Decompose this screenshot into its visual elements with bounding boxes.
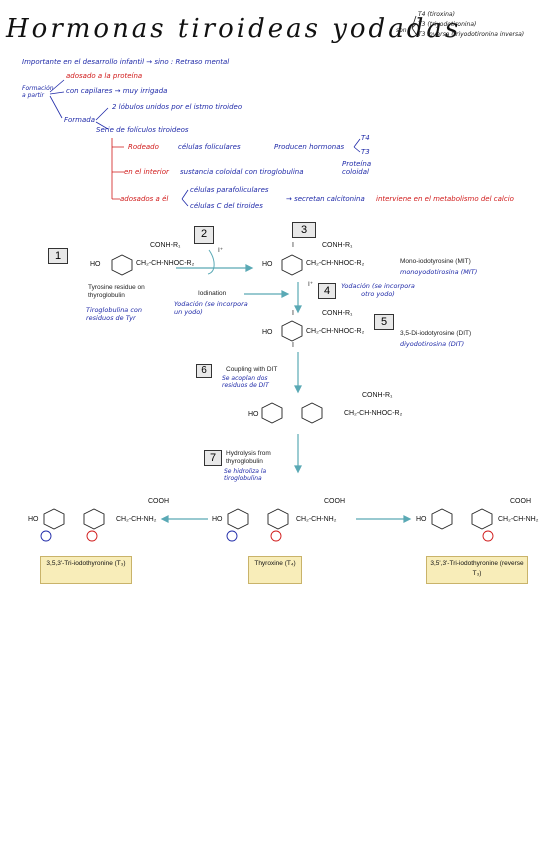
note-celulas-foliculares: células foliculares xyxy=(178,143,241,151)
step-4-box: 4 xyxy=(318,283,336,299)
note-lobulos: 2 lóbulos unidos por el istmo tiroideo xyxy=(112,103,243,111)
note-secretan: → secretan calcitonina xyxy=(286,195,365,203)
note-adosados: adosados a él xyxy=(120,195,169,203)
dit-conh: CONH-R₁ xyxy=(322,310,353,317)
dit-chain: CH₂-CH-NHOC-R₂ xyxy=(306,328,365,335)
hydrolysis-label: Hydrolysis from thyroglobulin xyxy=(226,450,271,465)
dit-note: diyodotirosina (DIT) xyxy=(400,340,465,348)
step4-note: Yodación (se incorpora otro yodo) xyxy=(341,282,415,298)
note-t4: T4 xyxy=(361,134,370,142)
note-proteina: Proteína coloidal xyxy=(342,160,372,176)
dit-i-top: I xyxy=(292,310,294,317)
note-sene: Serie de folículos tiroideos xyxy=(96,126,189,134)
t3-chain: CH₂-CH-NH₂ xyxy=(116,516,157,523)
note-rodeado: Rodeado xyxy=(128,143,159,151)
dit-ho: HO xyxy=(262,329,273,336)
notes-brackets xyxy=(49,15,417,207)
t4-chain: CH₂-CH-NH₂ xyxy=(296,516,337,523)
dit-i-bottom: I xyxy=(292,342,294,349)
note-capilares: con capilares → muy irrigada xyxy=(66,87,168,95)
t3-cooh: COOH xyxy=(148,498,169,505)
title-item-t3: T3 (triyodotironina) xyxy=(418,21,477,28)
coupled-conh: CONH-R₁ xyxy=(362,392,393,399)
step1-label: Tyrosine residue on thyroglobulin xyxy=(88,284,145,299)
note-interviene: interviene en el metabolismo del calcio xyxy=(376,195,514,203)
note-parafoliculares: células parafoliculares xyxy=(190,186,269,194)
mit-label: Mono-iodotyrosine (MIT) xyxy=(400,258,471,265)
i-plus: I⁺ xyxy=(218,247,224,254)
mit-note: monoyodotirosina (MIT) xyxy=(400,268,478,276)
tyr-conh: CONH-R₁ xyxy=(150,242,181,249)
step-2-box: 2 xyxy=(194,226,214,244)
note-adosado: adosado a la proteína xyxy=(66,72,143,80)
page-title: Hormonas tiroideas yodadas xyxy=(6,14,462,44)
note-interior: en el interior xyxy=(124,168,169,176)
t4-ho: HO xyxy=(212,516,223,523)
step1-note: Tiroglobulina con residuos de Tyr xyxy=(86,306,143,322)
note-formacion: Formación a partir xyxy=(22,85,54,99)
note-celulas-c: células C del tiroides xyxy=(190,202,263,210)
coupling-note: Se acoplan dos residuos de DIT xyxy=(222,375,269,389)
title-item-t4: T4 (tiroxina) xyxy=(418,11,455,18)
dit-label: 3,5-Di-iodotyrosine (DIT) xyxy=(400,330,472,337)
tyr-ho: HO xyxy=(90,261,101,268)
mit-conh: CONH-R₁ xyxy=(322,242,353,249)
coupling-label: Coupling with DIT xyxy=(226,366,278,373)
iodination-label: Iodination xyxy=(198,290,227,297)
mit-chain: CH₂-CH-NHOC-R₂ xyxy=(306,260,365,267)
figure-drawing xyxy=(40,249,494,542)
note-importante: Importante en el desarrollo infantil → s… xyxy=(22,58,230,66)
title-item-rt3: T3 inversa (triyodotironina inversa) xyxy=(418,31,525,38)
tyr-chain: CH₂-CH-NHOC-R₂ xyxy=(136,260,195,267)
hydrolysis-note: Se hidroliza la tiroglobulina xyxy=(224,468,267,482)
iodination-figure: 1 2 3 4 5 6 7 CONH-R₁ CH₂-CH-NHOC-R₂ HO … xyxy=(26,222,546,586)
coupled-chain: CH₂-CH-NHOC-R₂ xyxy=(344,410,403,417)
step-1-box: 1 xyxy=(48,248,68,264)
step-5-box: 5 xyxy=(374,314,394,330)
t4-cooh: COOH xyxy=(324,498,345,505)
title-son: son xyxy=(396,27,407,34)
rt3-chain: CH₂-CH-NH₂ xyxy=(498,516,539,523)
t3-box: 3,5,3'-Tri-iodothyronine (T₃) xyxy=(40,556,132,584)
mit-ho: HO xyxy=(262,261,273,268)
note-sustancia: sustancia coloidal con tiroglobulina xyxy=(180,168,304,176)
step-6-box: 6 xyxy=(196,364,212,378)
coupled-ho: HO xyxy=(248,411,259,418)
i-plus-2: I⁺ xyxy=(308,281,314,288)
rt3-cooh: COOH xyxy=(510,498,531,505)
iodination-note: Yodación (se incorpora un yodo) xyxy=(174,300,248,316)
step-3-box: 3 xyxy=(292,222,316,238)
note-formada: Formada xyxy=(64,116,96,124)
mit-i: I xyxy=(292,242,294,249)
note-producen: Producen hormonas xyxy=(274,143,345,151)
rt3-box: 3,5',3'-Tri-iodothyronine (reverse T₃) xyxy=(426,556,528,584)
step-7-box: 7 xyxy=(204,450,222,466)
rt3-ho: HO xyxy=(416,516,427,523)
t4-box: Thyroxine (T₄) xyxy=(248,556,302,584)
t3-ho: HO xyxy=(28,516,39,523)
note-t3: T3 xyxy=(361,148,370,156)
